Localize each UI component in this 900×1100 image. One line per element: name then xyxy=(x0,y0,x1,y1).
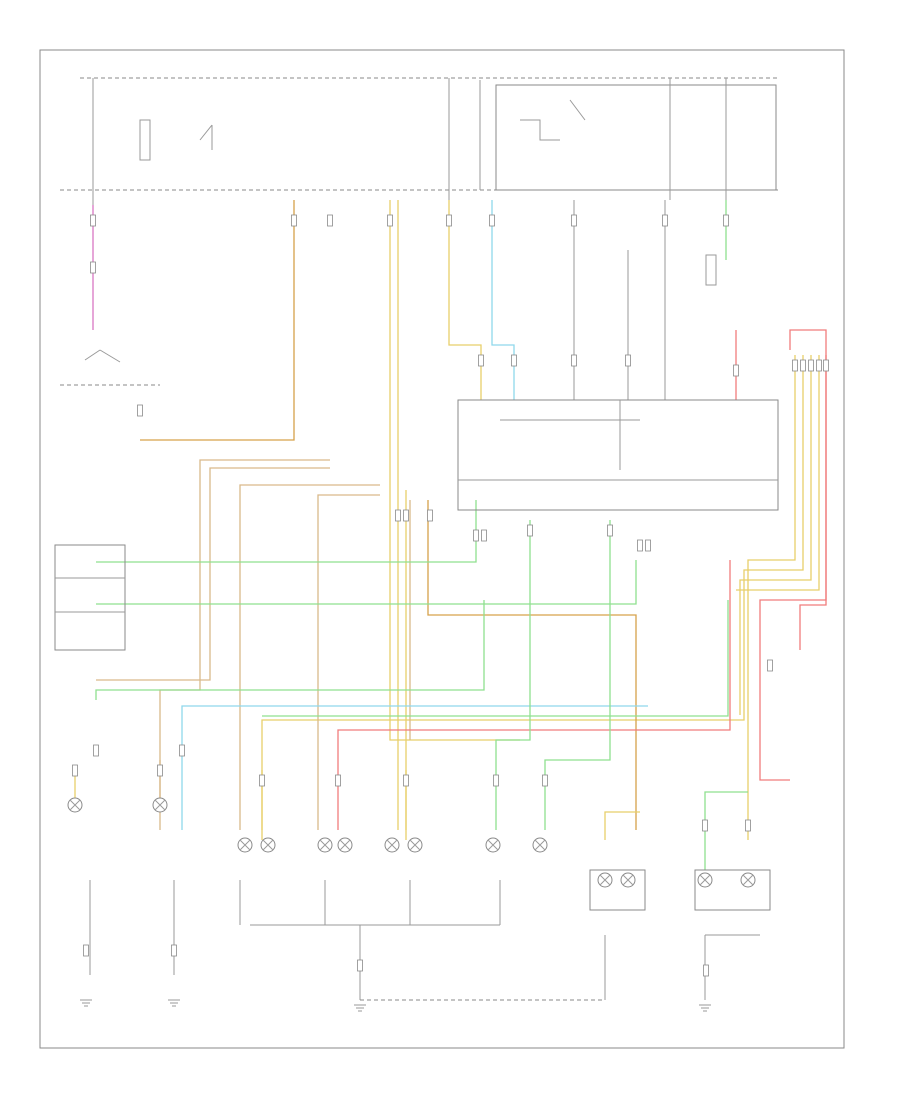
wire-tan-left-3 xyxy=(239,484,380,830)
connector-2 xyxy=(291,214,297,227)
connector-3 xyxy=(327,214,333,227)
connector-39 xyxy=(179,744,185,757)
connector-34 xyxy=(335,774,341,787)
connector-26 xyxy=(637,539,643,552)
wire-green-to-lamp xyxy=(495,520,531,830)
lamp-9-filament xyxy=(487,839,499,851)
wire-cyan-to-module xyxy=(491,200,515,400)
connector-16 xyxy=(733,364,739,377)
wire-green-lamp-2 xyxy=(544,520,611,830)
lamp-5-filament xyxy=(319,839,331,851)
connector-20 xyxy=(816,359,822,372)
connector-41 xyxy=(745,819,751,832)
connector-5 xyxy=(446,214,452,227)
connector-13 xyxy=(511,354,517,367)
structure-group xyxy=(39,49,845,1049)
connector-32 xyxy=(157,764,163,777)
connector-28 xyxy=(395,509,401,522)
wire-pink-long xyxy=(337,560,731,830)
wire-yellow-mid-long xyxy=(389,200,520,741)
lamp-1-filament xyxy=(69,799,81,811)
connector-11 xyxy=(137,404,143,417)
connector-46 xyxy=(767,659,773,672)
connector-4 xyxy=(387,214,393,227)
connector-29 xyxy=(403,509,409,522)
connector-33 xyxy=(259,774,265,787)
connector-43 xyxy=(171,944,177,957)
connector-7 xyxy=(571,214,577,227)
connector-19 xyxy=(808,359,814,372)
wire-yellow-bundle-2 xyxy=(261,355,804,830)
connector-45 xyxy=(703,964,709,977)
rear-lamp-box xyxy=(694,869,771,911)
wire-orange-to-bottom-left xyxy=(140,200,295,441)
connector-6 xyxy=(489,214,495,227)
relay-symbol xyxy=(520,99,586,141)
lamp-13-filament xyxy=(699,874,711,886)
wire-yellow-rear-left xyxy=(604,811,640,840)
connector-23 xyxy=(481,529,487,542)
connector-9 xyxy=(723,214,729,227)
lamp-8-filament xyxy=(409,839,421,851)
connector-17 xyxy=(792,359,798,372)
connector-38 xyxy=(93,744,99,757)
license-lamp-box xyxy=(589,869,646,911)
connector-37 xyxy=(542,774,548,787)
connector-1 xyxy=(90,214,96,227)
connector-44 xyxy=(357,959,363,972)
lamp-7-filament xyxy=(386,839,398,851)
component-group xyxy=(67,99,829,1012)
wire-green-right-long xyxy=(262,600,729,717)
connector-27 xyxy=(645,539,651,552)
wire-tan-left-1 xyxy=(159,459,330,830)
wire-yellow-bundle xyxy=(747,355,796,840)
connector-36 xyxy=(493,774,499,787)
connector-30 xyxy=(427,509,433,522)
connector-25 xyxy=(607,524,613,537)
connector-21 xyxy=(823,359,829,372)
connector-8 xyxy=(662,214,668,227)
connector-42 xyxy=(83,944,89,957)
connector-10 xyxy=(90,261,96,274)
wire-green-switch-top xyxy=(96,500,477,563)
connector-31 xyxy=(72,764,78,777)
flasher-module xyxy=(457,399,779,511)
lamp-6-filament xyxy=(339,839,351,851)
wire-orange-to-right-lamp xyxy=(427,500,637,830)
wire-green-lower xyxy=(95,600,485,700)
relay-box xyxy=(495,84,777,191)
wire-yellow-to-module xyxy=(448,200,482,400)
connector-22 xyxy=(473,529,479,542)
connector-14 xyxy=(571,354,577,367)
right-relay-symbol xyxy=(705,254,717,286)
connector-40 xyxy=(702,819,708,832)
headlight-switch xyxy=(54,544,126,651)
connector-12 xyxy=(478,354,484,367)
wire-green-switch-mid xyxy=(96,560,637,605)
diagram-frame xyxy=(39,49,845,1049)
wire-tan-left-4 xyxy=(317,494,380,830)
lamp-4-filament xyxy=(262,839,274,851)
lamp-14-filament xyxy=(742,874,754,886)
connector-24 xyxy=(527,524,533,537)
connector-18 xyxy=(800,359,806,372)
wire-cyan-long xyxy=(181,705,648,830)
lamp-3-filament xyxy=(239,839,251,851)
brake-switch-symbol xyxy=(199,124,213,150)
ignition-switch-symbol xyxy=(84,349,121,363)
lamp-11-filament xyxy=(599,874,611,886)
wire-pink-bundle-right xyxy=(759,355,827,781)
wire-tan-left-2 xyxy=(96,467,330,681)
lamp-10-filament xyxy=(534,839,546,851)
lamp-2-filament xyxy=(154,799,166,811)
wire-yellow-bundle-4 xyxy=(736,355,820,591)
connector-15 xyxy=(625,354,631,367)
lamp-12-filament xyxy=(622,874,634,886)
wire-green-rear-right xyxy=(704,791,748,870)
wire-yellow-bundle-3 xyxy=(739,355,812,715)
wire-group xyxy=(74,200,827,870)
connector-35 xyxy=(403,774,409,787)
fuse-symbol xyxy=(139,119,151,161)
